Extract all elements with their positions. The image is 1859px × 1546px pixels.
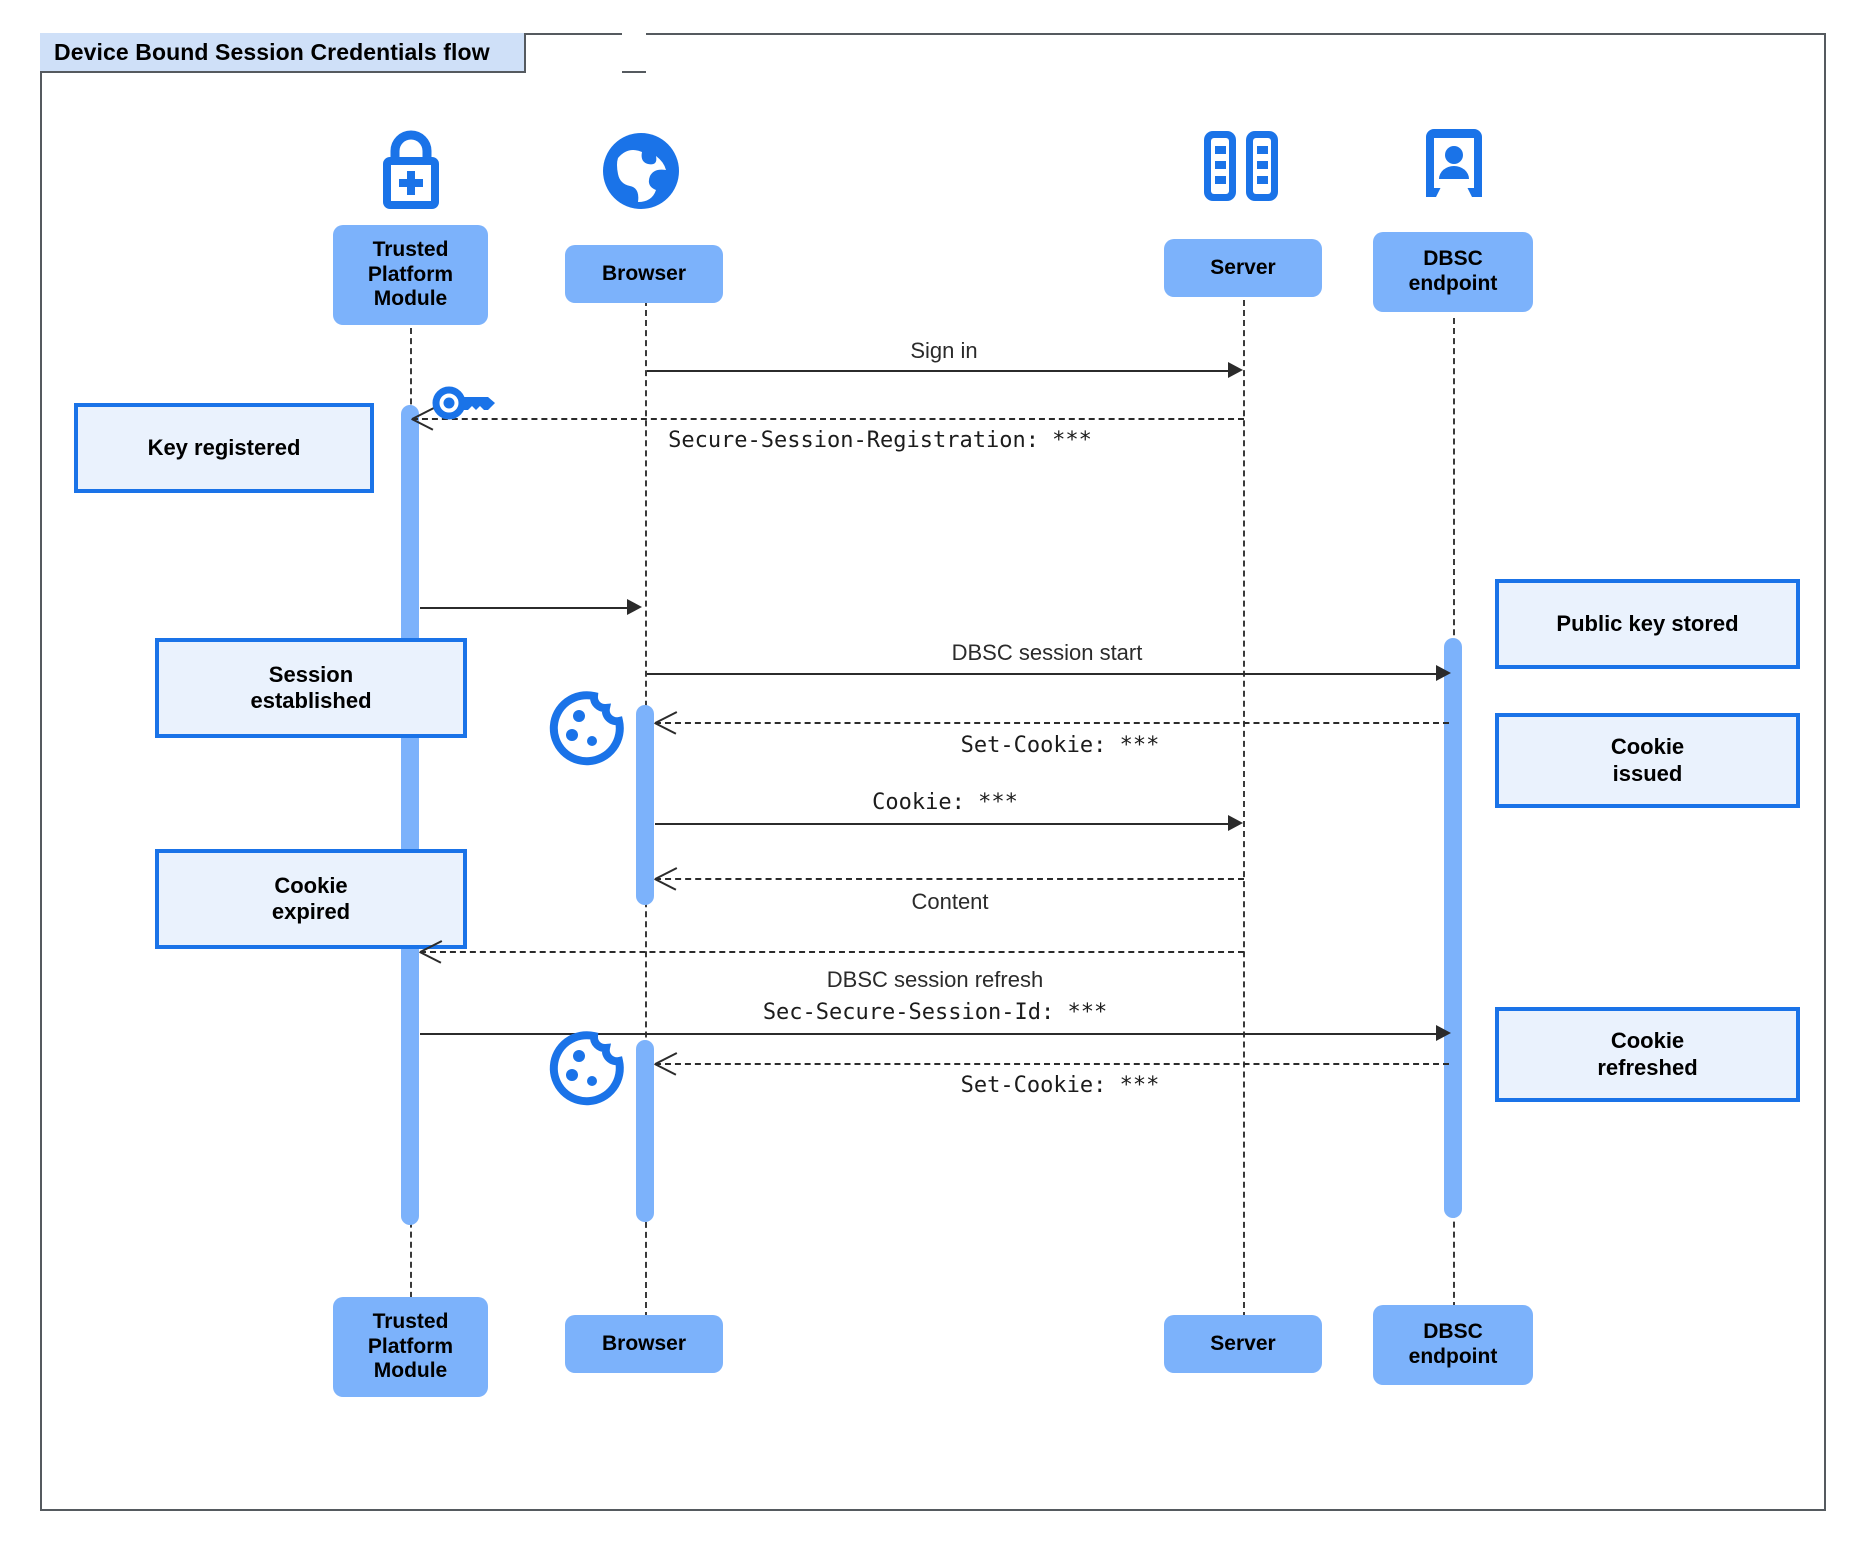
lock-plus-icon [368,125,454,220]
note-public-key-stored: Public key stored [1495,579,1800,669]
participant-dbsc-bottom-line2: endpoint [1408,1345,1498,1368]
activation-bar-dbsc [1444,638,1462,1218]
message-label-sec-secure-session-id: Sec-Secure-Session-Id: *** [762,1000,1108,1025]
arrowhead-right-3 [1436,665,1451,681]
message-arrow-sign-in [647,370,1229,372]
id-badge-icon [1418,127,1490,214]
participant-dbsc-bottom-line1: DBSC [1423,1320,1483,1344]
message-label-set-cookie-1: Set-Cookie: *** [960,733,1160,758]
note-cookie-refreshed: Cookie refreshed [1495,1007,1800,1102]
activation-bar-browser1 [636,705,654,905]
note-cookie-issued-line2: issued [1612,760,1683,786]
participant-server-label: Server [1210,255,1276,279]
arrowhead-left-open-4 [420,940,442,962]
note-cookie-expired: Cookie expired [155,849,467,949]
activation-bar-tpm [401,405,419,1225]
message-arrow-dbsc-session-start [647,673,1447,675]
note-cookie-expired-line1: Cookie [274,872,348,898]
frame-tab-corner [622,33,646,73]
message-label-cookie: Cookie: *** [872,790,1018,815]
note-session-established: Session established [155,638,467,738]
message-arrow-tpm-to-browser [420,607,638,609]
arrowhead-left-open-5 [655,1052,677,1074]
participant-tpm-top[interactable]: Trusted Platform Module [333,225,488,325]
message-arrow-set-cookie-1 [655,722,1449,724]
cookie-icon-2 [549,1030,625,1111]
participant-tpm-bottom[interactable]: Trusted Platform Module [333,1297,488,1397]
message-label-content: Content [911,889,989,914]
message-label-dbsc-session-start: DBSC session start [951,640,1143,665]
participant-tpm-label-line2: Platform [367,262,454,286]
participant-tpm-label-line3: Module [373,287,448,311]
participant-dbsc-top[interactable]: DBSC endpoint [1373,232,1533,312]
key-icon [432,382,498,429]
note-cookie-refreshed-line2: refreshed [1597,1054,1698,1080]
participant-tpm-bottom-line1: Trusted [372,1309,449,1333]
arrowhead-left-open [412,407,434,429]
participant-browser-bottom[interactable]: Browser [565,1315,723,1373]
server-racks-icon [1198,127,1284,210]
participant-server-bottom-label: Server [1210,1331,1276,1355]
arrowhead-left-open-2 [655,711,677,733]
globe-icon [598,128,684,219]
note-cookie-refreshed-line1: Cookie [1610,1028,1685,1054]
note-session-established-line2: established [250,688,372,713]
participant-dbsc-label-line2: endpoint [1408,272,1498,295]
message-label-set-cookie-2: Set-Cookie: *** [960,1073,1160,1098]
message-arrow-cookie [655,823,1229,825]
message-label-dbsc-session-refresh: DBSC session refresh [826,967,1044,992]
participant-tpm-bottom-line2: Platform [367,1334,454,1358]
note-cookie-issued: Cookie issued [1495,713,1800,808]
lifeline-server [1243,290,1245,1318]
note-key-registered-text: Key registered [147,434,301,460]
participant-browser-bottom-label: Browser [601,1331,687,1355]
participant-server-top[interactable]: Server [1164,239,1322,297]
message-arrow-content [655,878,1244,880]
participant-browser-top[interactable]: Browser [565,245,723,303]
diagram-title: Device Bound Session Credentials flow [54,38,490,65]
arrowhead-left-open-3 [655,867,677,889]
activation-bar-browser2 [636,1040,654,1222]
participant-browser-label: Browser [601,261,687,285]
participant-dbsc-bottom[interactable]: DBSC endpoint [1373,1305,1533,1385]
note-public-key-stored-text: Public key stored [1556,610,1739,636]
message-arrow-secure-session-registration [412,418,1244,420]
frame-title-tab: Device Bound Session Credentials flow [40,33,526,73]
cookie-icon [549,690,625,771]
arrowhead-right-4 [1228,815,1243,831]
message-arrow-set-cookie-2 [655,1063,1449,1065]
arrowhead-right [1228,362,1243,378]
message-arrow-dbsc-session-refresh [420,1033,1447,1035]
message-label-sign-in: Sign in [910,338,978,363]
message-label-secure-session-registration: Secure-Session-Registration: *** [668,428,1092,453]
note-key-registered: Key registered [74,403,374,493]
note-cookie-expired-line2: expired [271,899,351,924]
note-session-established-line1: Session [268,661,354,687]
message-arrow-server-to-tpm [420,951,1244,953]
arrowhead-right-2 [627,599,642,615]
participant-server-bottom[interactable]: Server [1164,1315,1322,1373]
participant-tpm-label-line1: Trusted [372,237,449,261]
note-cookie-issued-line1: Cookie [1610,734,1685,760]
participant-tpm-bottom-line3: Module [373,1359,448,1383]
participant-dbsc-label-line1: DBSC [1423,247,1483,271]
arrowhead-right-5 [1436,1025,1451,1041]
